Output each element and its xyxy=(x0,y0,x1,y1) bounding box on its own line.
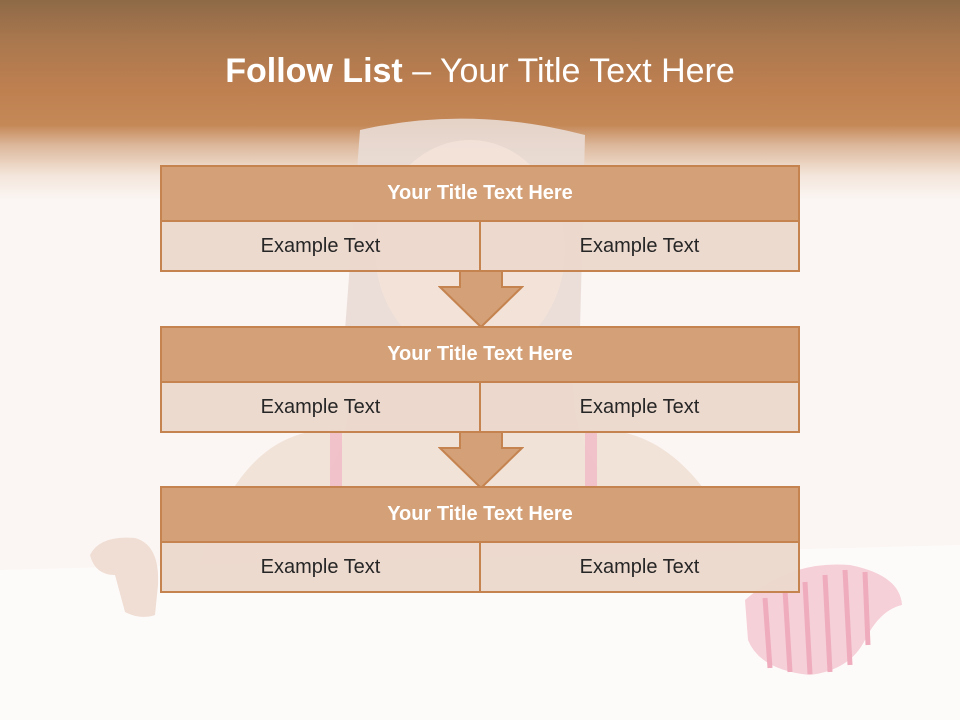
block-title: Your Title Text Here xyxy=(160,486,800,543)
photo-strap-right xyxy=(585,430,597,490)
down-arrow-icon xyxy=(438,270,524,328)
block-cell-right: Example Text xyxy=(480,543,800,593)
block-row: Example Text Example Text xyxy=(160,222,800,272)
block-cell-left: Example Text xyxy=(160,543,480,593)
slide-title-bold: Follow List xyxy=(225,52,403,90)
slide-title-rest: – Your Title Text Here xyxy=(402,52,735,90)
block-cell-right: Example Text xyxy=(480,222,800,272)
block-cell-right: Example Text xyxy=(480,383,800,433)
follow-block-3: Your Title Text Here Example Text Exampl… xyxy=(160,486,800,593)
down-arrow-icon xyxy=(438,431,524,489)
photo-hand xyxy=(90,537,159,617)
block-cell-left: Example Text xyxy=(160,222,480,272)
follow-block-2: Your Title Text Here Example Text Exampl… xyxy=(160,326,800,433)
block-cell-left: Example Text xyxy=(160,383,480,433)
block-title: Your Title Text Here xyxy=(160,165,800,222)
block-title: Your Title Text Here xyxy=(160,326,800,383)
slide-title: Follow List – Your Title Text Here xyxy=(0,52,960,91)
block-row: Example Text Example Text xyxy=(160,383,800,433)
block-row: Example Text Example Text xyxy=(160,543,800,593)
follow-block-1: Your Title Text Here Example Text Exampl… xyxy=(160,165,800,272)
photo-strap-left xyxy=(330,430,342,490)
